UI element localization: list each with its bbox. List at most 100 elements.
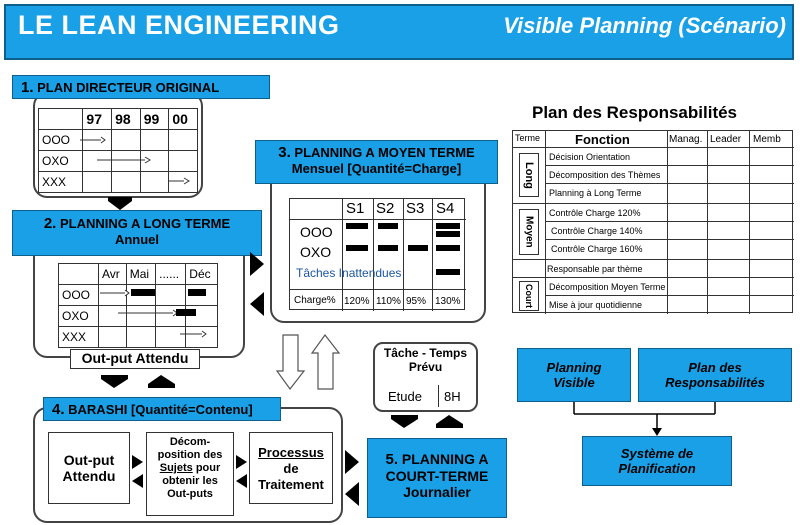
charge-label: Charge% <box>294 295 336 306</box>
task-time-title: Tâche - Temps Prévu <box>373 346 478 374</box>
step1-num: 1. <box>21 79 34 96</box>
decomp-l1: Décom- <box>169 436 211 448</box>
term-label: Moyen <box>523 216 535 248</box>
step4-process-box: Processus de Traitement <box>249 432 333 504</box>
step3-frame <box>270 163 486 323</box>
charge-value: 120% <box>344 296 370 307</box>
task-label: Etude <box>388 389 422 404</box>
resp-item: Contrôle Charge 120% <box>549 208 641 218</box>
step1-title: PLAN DIRECTEUR ORIGINAL <box>37 80 220 95</box>
row-label: OOO <box>300 224 333 240</box>
bar <box>346 223 368 229</box>
resp-item: Décomposition Moyen Terme <box>549 282 666 292</box>
bar <box>346 245 368 251</box>
arrows-tache-5 <box>391 415 463 428</box>
flow-plan-responsabilites: Plan des Responsabilités <box>638 348 792 402</box>
decomp-l4: obtenir les <box>162 475 218 487</box>
step4-decomp-box: Décom- position des Sujets pour obtenir … <box>146 432 234 516</box>
step5-num: 5. <box>385 451 399 468</box>
step3-num: 3. <box>278 144 291 161</box>
bar <box>436 231 460 237</box>
step5-title-l1: PLANNING A <box>401 451 489 467</box>
resp-title: Plan des Responsabilités <box>532 103 738 122</box>
page-subtitle: Visible Planning (Scénario) <box>503 13 786 38</box>
step4-num: 4. <box>52 401 65 418</box>
step4-output-box: Out-put Attendu <box>48 432 130 504</box>
process-l1: Processus <box>258 445 324 460</box>
unexpected-tasks-label: Tâches Inattendues <box>296 266 402 280</box>
row-label: OXO <box>300 244 332 260</box>
step3-sub: Mensuel [Quantité=Charge] <box>291 161 462 176</box>
resp-item: Contrôle Charge 140% <box>551 226 643 236</box>
resp-table: Terme Fonction Manag. Leader Memb Long M… <box>512 130 794 314</box>
step5-title-l2: COURT-TERME <box>385 468 489 484</box>
step2-sub: Annuel <box>114 232 160 247</box>
bar <box>436 245 460 251</box>
arrows-3-4 <box>275 333 341 391</box>
flow-b-text: Plan des Responsabilités <box>665 360 765 390</box>
step5-sub: Journalier <box>403 484 471 500</box>
arrow-1-to-2 <box>108 197 132 210</box>
page-title: LE LEAN ENGINEERING <box>18 10 340 40</box>
step3-table: S1 S2 S3 S4 OOO OXO Tâches Inattendues C… <box>289 198 466 311</box>
resp-item: Décision Orientation <box>549 152 631 162</box>
row-label: OXO <box>58 305 99 327</box>
resp-item: Mise à jour quotidienne <box>549 300 643 310</box>
resp-header: Manag. <box>669 134 703 145</box>
process-l2: de <box>283 461 299 476</box>
resp-header: Leader <box>710 134 742 145</box>
flow-systeme-planification: Système de Planification <box>582 436 732 486</box>
term-label: Court <box>524 284 534 308</box>
step2-label: 2. PLANNING A LONG TERME Annuel <box>12 210 262 256</box>
resp-item: Contrôle Charge 160% <box>551 244 643 254</box>
resp-header: Terme <box>515 133 541 143</box>
arrows-2-4 <box>101 375 175 388</box>
flow-c-text: Système de Planification <box>618 446 696 476</box>
step2-output: Out-put Attendu <box>70 349 200 369</box>
col-header: S3 <box>406 200 425 217</box>
row-label: OOO <box>58 284 99 306</box>
col-header: Mai <box>125 263 157 285</box>
decomp-sujets: Sujets <box>159 462 193 474</box>
step2-title: PLANNING A LONG TERME <box>59 216 231 231</box>
col-header: Déc <box>185 263 218 285</box>
header-banner <box>4 4 794 60</box>
resp-header: Fonction <box>575 132 630 147</box>
bar <box>408 245 428 251</box>
task-time-title-l1: Tâche - Temps <box>383 346 468 360</box>
process-l3: Traitement <box>258 477 324 492</box>
term-moyen: Moyen <box>519 209 539 255</box>
step4-label: 4. BARASHI [Quantité=Contenu] <box>43 397 281 421</box>
task-time-box <box>373 342 478 412</box>
term-court: Court <box>519 281 539 311</box>
row-label: XXX <box>58 326 99 348</box>
charge-value: 95% <box>406 296 427 307</box>
step5-box: 5. PLANNING A COURT-TERME Journalier <box>367 438 507 518</box>
resp-header: Memb <box>753 134 781 145</box>
col-header: 00 <box>168 108 198 130</box>
resp-item: Décomposition des Thèmes <box>549 170 661 180</box>
col-header: S4 <box>436 200 455 217</box>
resp-item: Responsable par thème <box>547 264 643 274</box>
decomp-l3: pour <box>195 462 221 474</box>
row-label: XXX <box>37 171 84 193</box>
term-long: Long <box>519 153 539 197</box>
row-label: OXO <box>37 150 84 172</box>
step4-output-text: Out-put Attendu <box>62 452 116 484</box>
step3-title: PLANNING A MOYEN TERME <box>294 145 475 160</box>
step1-label: 1. PLAN DIRECTEUR ORIGINAL <box>12 75 270 99</box>
decomp-l5: Out-puts <box>167 488 213 500</box>
arrows-2-3 <box>250 252 264 316</box>
term-label: Long <box>523 161 535 189</box>
task-value: 8H <box>444 389 461 404</box>
col-header: S2 <box>376 200 395 217</box>
charge-value: 110% <box>376 296 401 307</box>
col-header: 99 <box>139 108 170 130</box>
step2-num: 2. <box>43 215 57 232</box>
flow-planning-visible: Planning Visible <box>517 348 631 402</box>
step4-title: BARASHI [Quantité=Contenu] <box>68 402 253 417</box>
bar <box>436 269 460 275</box>
